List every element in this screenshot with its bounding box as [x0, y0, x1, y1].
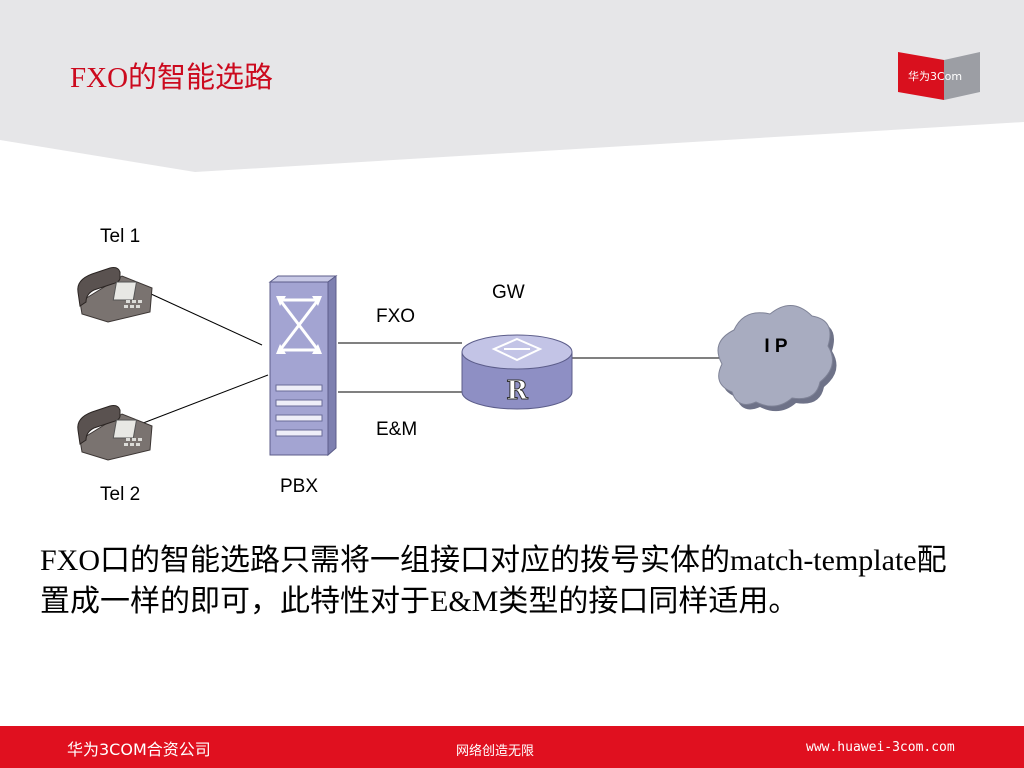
router-icon: R [461, 334, 573, 410]
huawei-3com-logo [898, 52, 980, 100]
telephone-icon [77, 267, 153, 323]
link-tel1-pbx [137, 287, 263, 346]
logo-text: 华为3Com [908, 70, 963, 83]
body-paragraph: FXO口的智能选路只需将一组接口对应的拨号实体的match-template配置… [40, 544, 947, 618]
footer-company: 华为3COM合资公司 [67, 740, 211, 759]
fxo-link-label: FXO [376, 306, 416, 327]
header-band [0, 0, 1024, 172]
telephone-icon [77, 405, 153, 461]
ip-label: I P [764, 336, 788, 357]
slide-title: FXO的智能选路 [70, 62, 274, 94]
em-link-label: E&M [376, 419, 418, 440]
tel2-label: Tel 2 [100, 484, 141, 505]
link-tel2-pbx [137, 374, 269, 426]
ip-cloud-icon: I P [717, 305, 837, 412]
tel1-label: Tel 1 [100, 226, 141, 247]
footer-website: www.huawei-3com.com [806, 740, 955, 755]
gw-label: GW [492, 282, 525, 303]
router-letter: R [506, 376, 528, 406]
footer-bar: 华为3COM合资公司 网络创造无限 www.huawei-3com.com [0, 726, 1024, 768]
pbx-switch-icon [268, 275, 338, 457]
pbx-label: PBX [280, 476, 319, 497]
footer-slogan: 网络创造无限 [456, 744, 535, 759]
